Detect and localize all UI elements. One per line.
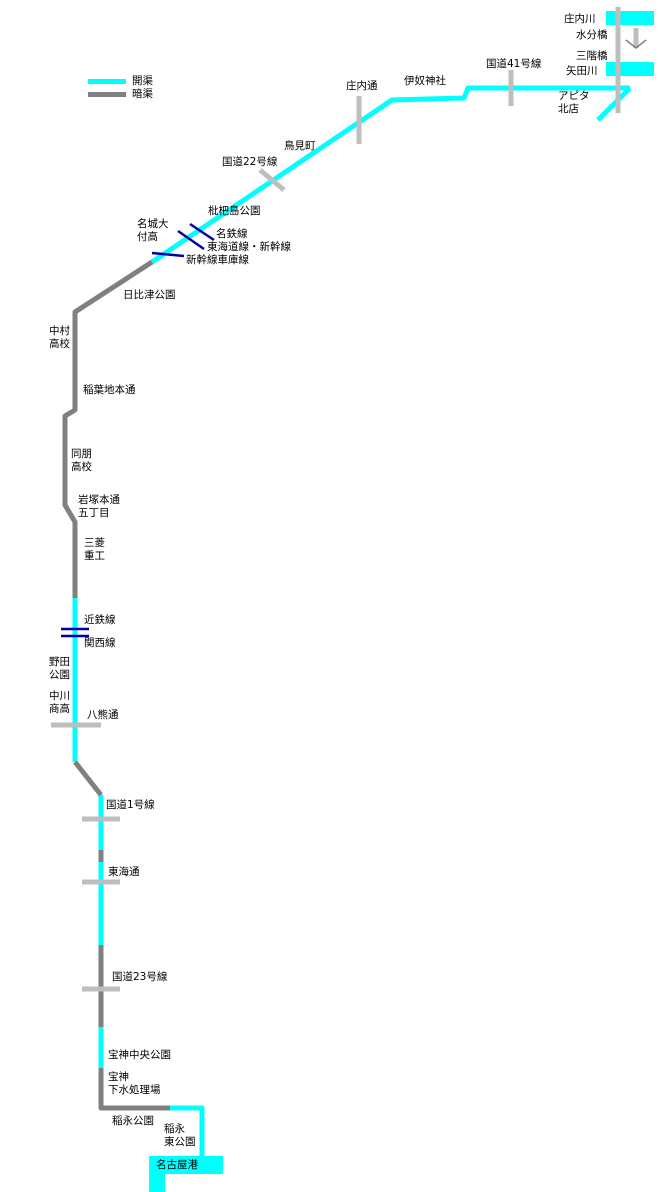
open-channel (72, 85, 632, 1160)
label-meijo: 名城大 付高 (137, 218, 169, 243)
label-hachiyo: 八熊通 (87, 709, 119, 721)
label-tokaido: 東海道線・新幹線 (207, 241, 291, 253)
culvert-segment-hachiyo (73, 760, 103, 797)
port-outlet (149, 1170, 165, 1192)
rail-tokaido (189, 222, 215, 242)
culvert-channel (62, 259, 170, 1111)
label-inujinja: 伊奴神社 (404, 75, 446, 87)
label-nakagawa: 中川 商高 (49, 690, 70, 715)
label-route22: 国道22号線 (222, 156, 278, 168)
rail-shinkansen-depot (151, 251, 185, 258)
open-segment-inae (170, 1105, 205, 1160)
label-kintetsu: 近鉄線 (84, 614, 116, 626)
label-route1: 国道1号線 (106, 799, 155, 811)
open-segment-north (150, 85, 630, 265)
label-kansai: 関西線 (84, 637, 116, 649)
rail-crossings (61, 222, 215, 638)
label-yadagawa: 矢田川 (566, 65, 598, 77)
road-crossings (51, 7, 639, 992)
legend-culvert-swatch (88, 92, 126, 97)
label-apita: アピタ 北店 (558, 90, 590, 115)
port-block (149, 1156, 223, 1174)
label-nakamura: 中村 高校 (49, 325, 70, 350)
label-takara-park: 宝神中央公園 (108, 1049, 171, 1061)
label-biwajima: 枇杷島公園 (208, 205, 261, 217)
culvert-segment-west (62, 259, 154, 598)
label-inabaji: 稲葉地本通 (83, 384, 136, 396)
legend-open-swatch (88, 79, 126, 84)
label-noda: 野田 公園 (49, 656, 70, 681)
label-shinkansen-depot: 新幹線車庫線 (186, 254, 249, 266)
label-shonaigawa: 庄内川 (564, 13, 596, 25)
legend-culvert-label: 暗渠 (132, 88, 153, 100)
label-route23: 国道23号線 (112, 971, 168, 983)
label-inae-park: 稲永公園 (112, 1115, 154, 1127)
label-mitsubishi: 三菱 重工 (84, 537, 105, 562)
label-doho: 同朋 高校 (71, 448, 92, 473)
label-hibitsu: 日比津公園 (123, 289, 176, 301)
label-nagoya-port: 名古屋港 (156, 1159, 198, 1171)
label-suibunkyo: 水分橋 (576, 29, 608, 41)
shonai-river-block (606, 11, 654, 25)
label-takara-sewage: 宝神 下水処理場 (108, 1071, 161, 1096)
label-shonaidori: 庄内通 (346, 80, 378, 92)
culvert-segment-south (98, 1068, 170, 1111)
label-torimicho: 鳥見町 (284, 140, 316, 152)
road-route22 (258, 168, 286, 192)
rail-meitetsu (177, 229, 205, 251)
label-inae-east: 稲永 東公園 (164, 1123, 196, 1148)
open-segment-apita (596, 86, 632, 122)
label-route41: 国道41号線 (486, 58, 542, 70)
legend-open-label: 開渠 (132, 75, 153, 87)
label-iwatsuka: 岩塚本通 五丁目 (78, 494, 120, 519)
label-tokaidori: 東海通 (108, 866, 140, 878)
label-sangaibashi: 三階橋 (576, 50, 608, 62)
label-meitetsu: 名鉄線 (216, 228, 248, 240)
yada-river-block (606, 62, 654, 76)
legend-culvert: 暗渠 (88, 88, 208, 101)
legend-open: 開渠 (88, 75, 208, 88)
flow-arrow (625, 39, 647, 49)
